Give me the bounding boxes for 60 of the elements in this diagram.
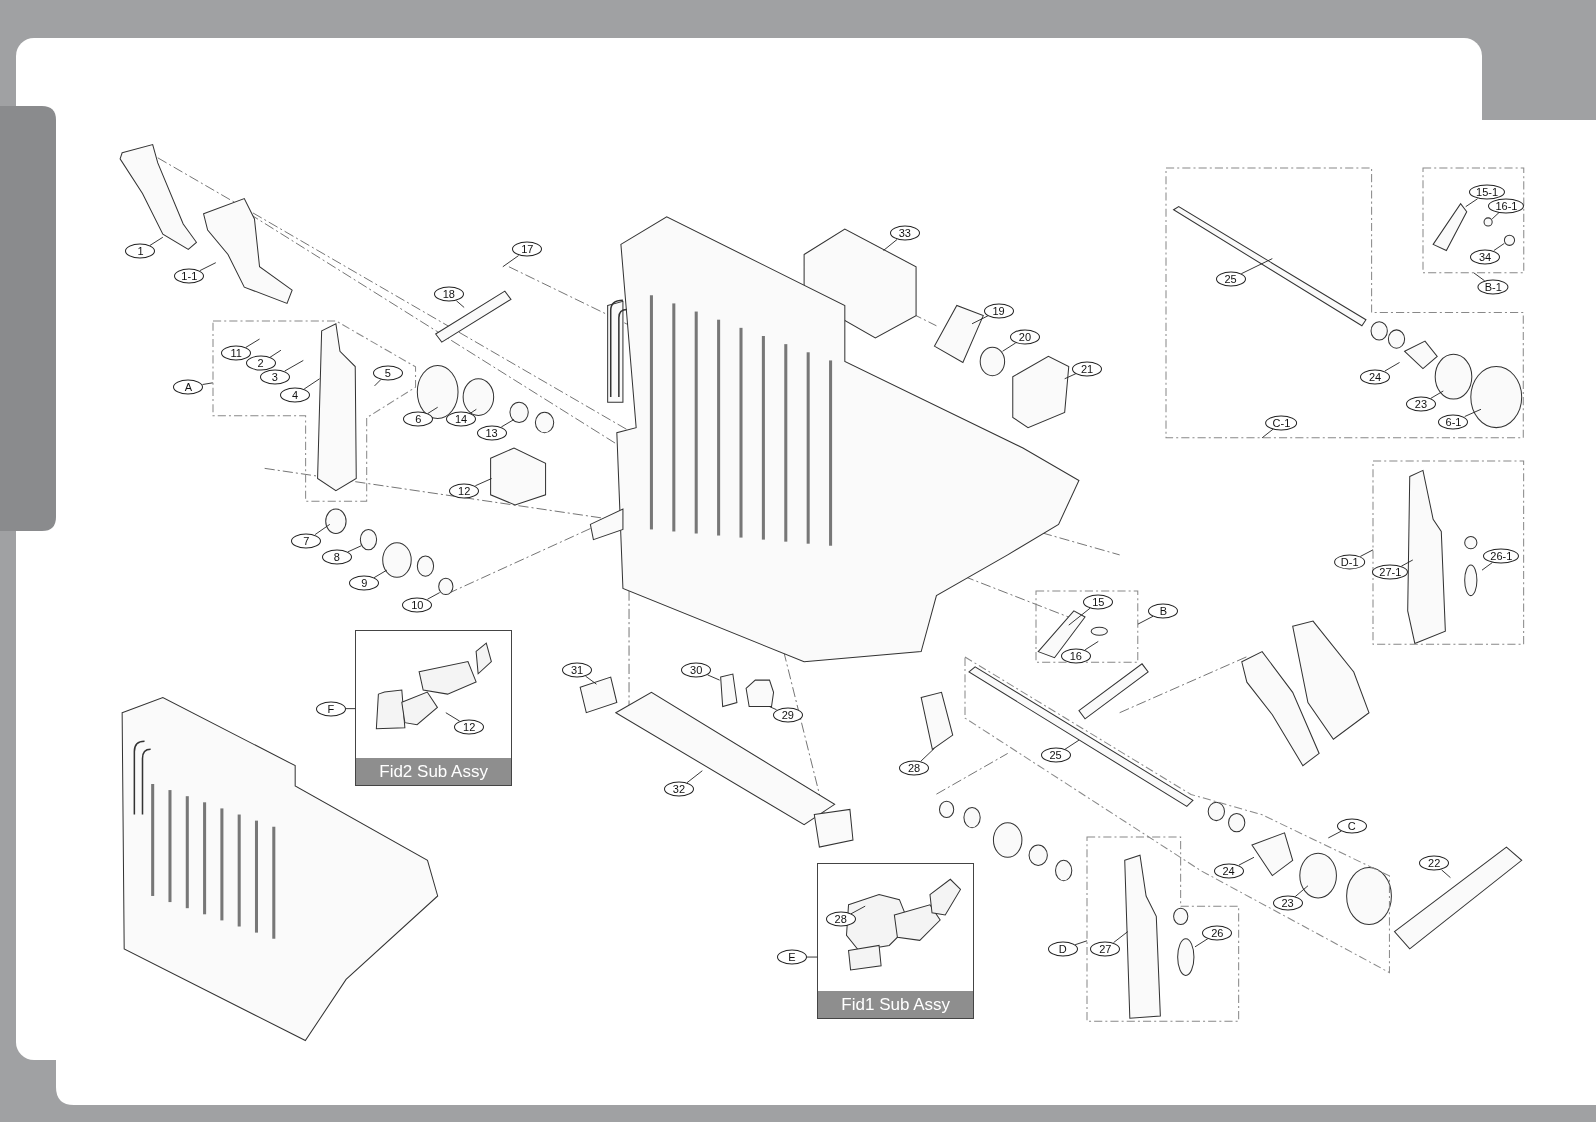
leader-line [149,236,164,246]
leader-line [455,300,465,308]
leader-line [1430,390,1444,399]
leader-line [269,349,282,358]
leader-line [469,408,477,414]
leader-line [971,315,989,325]
leader-line [1465,198,1478,208]
subassembly-box [355,630,512,786]
leader-line [1068,607,1091,626]
callout-label: 28 [825,911,856,927]
leader-line [373,569,388,579]
leader-line [1400,559,1414,567]
leader-line [374,378,382,387]
leader-line [1194,938,1209,948]
leader-line [427,406,439,415]
assembly-caption: Fid1 Sub Assy [818,991,974,1019]
leader-line [1064,373,1077,380]
leader-line [1294,885,1309,898]
leader-line [303,378,321,390]
leader-line [202,382,214,385]
leader-line [806,956,818,958]
leader-line [1481,562,1493,571]
leader-line [1464,408,1482,417]
leader-line [585,675,597,685]
leader-line [1491,212,1500,220]
leader-line [1240,258,1273,275]
leader-line [1238,856,1255,866]
leader-line [1084,640,1099,651]
leader-line [347,545,362,553]
leader-line [502,255,520,268]
leader-line [1493,242,1505,251]
leader-line [1074,940,1088,946]
assembly-caption: Fid2 Sub Assy [356,758,511,785]
leader-line [920,747,935,762]
leader-line [1064,739,1080,750]
leader-line [245,338,260,348]
leader-line [199,262,217,272]
leader-line [445,712,461,722]
leader-line [1002,342,1017,352]
leader-line [1384,362,1400,372]
leader-line [314,523,331,535]
leader-line [850,905,866,915]
leader-line [427,592,441,600]
leader-line [284,359,304,372]
leader-line [1113,931,1129,944]
leader-line [769,706,778,711]
leader-line [345,708,356,710]
leader-line [474,478,493,487]
leader-line [1137,615,1154,625]
subassembly-box [817,863,975,1020]
leader-line [707,674,721,681]
leader-line [1261,428,1274,439]
leader-line [686,770,703,784]
leader-line [1473,272,1486,282]
callout-label: 12 [454,719,485,735]
leader-line [1327,830,1342,839]
leader-line [883,239,898,251]
leader-line [1441,869,1451,879]
leader-line [1359,549,1374,557]
leader-line [500,419,515,428]
